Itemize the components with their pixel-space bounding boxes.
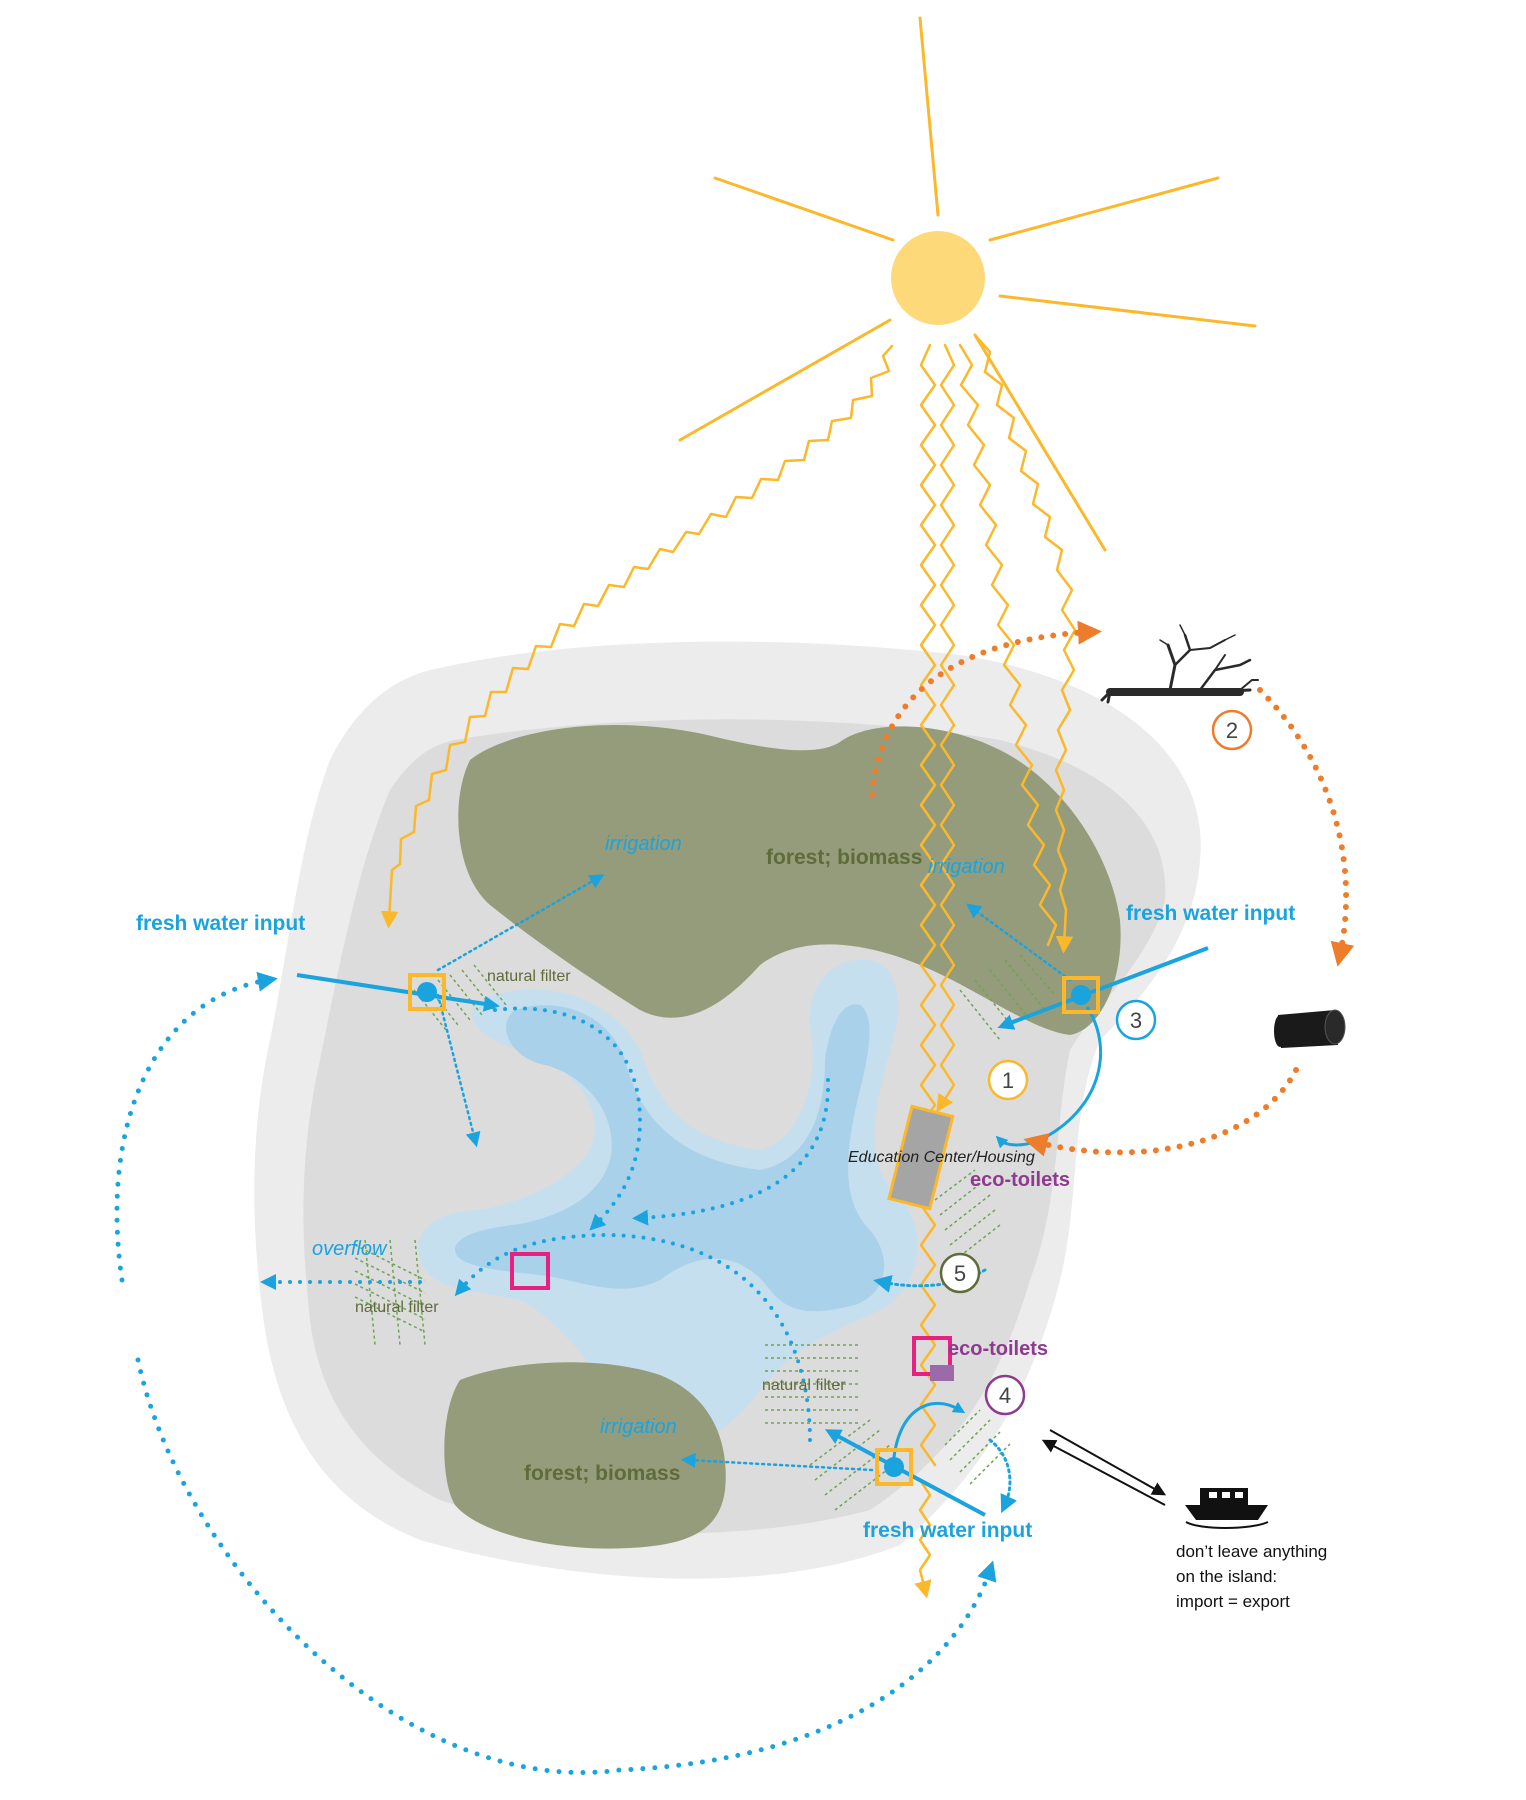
label-irrigation-bottom: irrigation xyxy=(600,1416,677,1438)
sun-disc xyxy=(891,231,985,325)
boat-icon xyxy=(1185,1488,1269,1529)
sunlight-rays xyxy=(380,333,1077,1599)
eco-toilet-squares xyxy=(510,1252,954,1381)
label-note-line3: import = export xyxy=(1176,1592,1290,1611)
ray-right xyxy=(973,333,1077,954)
label-irrigation-right: irrigation xyxy=(928,856,1005,878)
biomass-to-tree xyxy=(869,620,1102,798)
label-irrigation-left: irrigation xyxy=(605,833,682,855)
fallen-tree-icon xyxy=(1100,624,1259,704)
label-forest-bottom: forest; biomass xyxy=(524,1462,680,1485)
ray-bottom xyxy=(914,1478,932,1599)
filter-hatch-left xyxy=(354,1239,426,1346)
lake-inner xyxy=(455,1004,885,1312)
marker-2: 2 xyxy=(1211,709,1253,751)
lake xyxy=(418,959,918,1443)
eco-bottom-flow xyxy=(988,1438,1017,1514)
water-input-bottom-arrow xyxy=(824,1429,986,1517)
tree-to-log xyxy=(1257,687,1355,967)
export-arrows xyxy=(1041,1429,1167,1506)
lake-flow-overflow xyxy=(454,1232,812,1442)
filter-hatch-bottom xyxy=(765,1344,860,1424)
water-input-left-arrow xyxy=(296,973,500,1012)
label-natural-filter-left: natural filter xyxy=(355,1299,439,1316)
label-overflow: overflow xyxy=(312,1238,388,1260)
blue-dotted-flows xyxy=(114,874,1072,1775)
lake-flow-center xyxy=(632,1078,831,1226)
label-eco-toilets-center: eco-toilets xyxy=(970,1169,1070,1191)
pump-bottom xyxy=(884,1457,904,1477)
label-fresh-water-bottom: fresh water input xyxy=(863,1519,1032,1542)
pump-left xyxy=(417,982,437,1002)
svg-text:4: 4 xyxy=(999,1383,1011,1408)
svg-text:5: 5 xyxy=(954,1261,966,1286)
ray-left xyxy=(380,344,894,929)
sun-icon xyxy=(678,16,1257,552)
label-eco-toilets-bottom: eco-toilets xyxy=(948,1338,1048,1360)
education-center-building xyxy=(887,1104,955,1211)
eco-return-flow xyxy=(873,1268,987,1293)
filter-hatch-top-right xyxy=(959,954,1056,1041)
label-natural-filter-bottom: natural filter xyxy=(762,1377,846,1394)
cycle-bottom-loop xyxy=(135,1357,997,1775)
filter-hatch-eco-1 xyxy=(934,1169,1001,1261)
collector-bottom xyxy=(875,1448,913,1486)
svg-text:1: 1 xyxy=(1002,1068,1014,1093)
label-education-center: Education Center/Housing xyxy=(848,1149,1035,1166)
collector-right xyxy=(1062,976,1100,1014)
label-fresh-water-left: fresh water input xyxy=(136,912,305,935)
irrigation-left-up xyxy=(436,874,605,972)
collection-nodes xyxy=(408,973,1100,1486)
label-natural-filter-top: natural filter xyxy=(487,968,571,985)
label-note-line2: on the island: xyxy=(1176,1567,1277,1586)
marker-3: 3 xyxy=(1115,999,1157,1041)
right-inlet-curve xyxy=(995,1006,1102,1149)
forest-bottom xyxy=(444,1362,726,1549)
irrigation-bottom xyxy=(680,1452,874,1472)
svg-text:3: 3 xyxy=(1130,1008,1142,1033)
label-fresh-water-right: fresh water input xyxy=(1126,902,1295,925)
irrigation-right xyxy=(965,903,1072,982)
forest-top xyxy=(458,725,1121,1035)
irrigation-left-down xyxy=(436,993,481,1148)
marker-1: 1 xyxy=(987,1059,1029,1101)
pump-right xyxy=(1071,985,1091,1005)
biomass-cycle xyxy=(869,620,1355,1157)
log-icon xyxy=(1274,1009,1346,1048)
water-input-right-arrow xyxy=(997,946,1209,1030)
label-note-line1: don’t leave anything xyxy=(1176,1542,1327,1561)
eco-toilet-tank xyxy=(930,1365,954,1381)
ray-center xyxy=(936,343,956,1113)
svg-text:2: 2 xyxy=(1226,718,1238,743)
marker-4: 4 xyxy=(984,1374,1026,1416)
number-markers: 1 2 3 4 5 xyxy=(939,709,1253,1416)
collector-left xyxy=(408,973,446,1011)
filter-hatch-eco-2 xyxy=(944,1409,1011,1485)
labels: fresh water input fresh water input fres… xyxy=(136,833,1327,1611)
cycle-left-loop xyxy=(114,971,278,1283)
ray-right-inner xyxy=(958,343,1058,947)
lake-flow-top xyxy=(493,1006,643,1231)
ray-center-left xyxy=(919,343,937,1467)
marker-5: 5 xyxy=(939,1252,981,1294)
label-forest-top: forest; biomass xyxy=(766,846,922,869)
eco-toilet-lake xyxy=(510,1252,550,1290)
